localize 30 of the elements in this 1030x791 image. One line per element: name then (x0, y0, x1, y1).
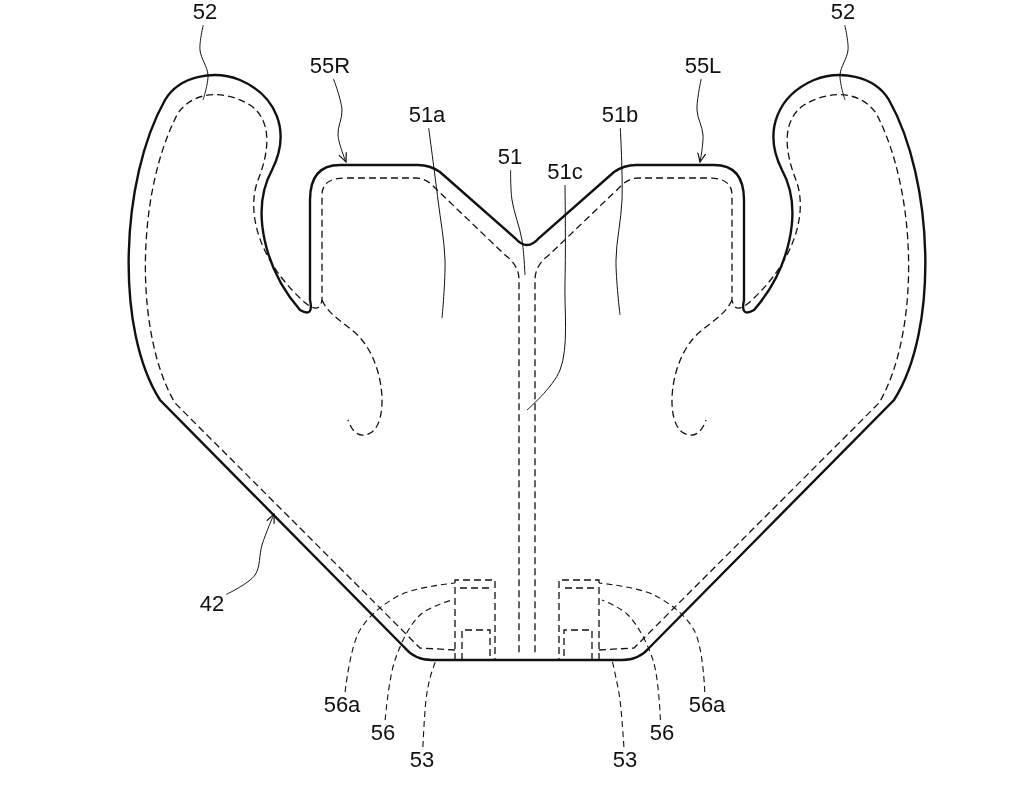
reference-numeral: 56a (688, 694, 726, 716)
leader-line (615, 127, 623, 316)
leader-line (611, 659, 625, 748)
reference-numeral: 51 (497, 146, 523, 168)
reference-numeral: 51a (408, 104, 446, 126)
leader-line (696, 78, 707, 163)
reference-numeral: 52 (192, 1, 218, 23)
leader-line (510, 169, 526, 276)
reference-numeral: 55L (684, 55, 722, 77)
reference-numeral: 53 (612, 749, 638, 771)
reference-numeral: 42 (199, 593, 225, 615)
reference-numeral: 56 (649, 722, 675, 744)
reference-numeral: 51c (547, 161, 583, 183)
reference-numeral: 52 (830, 1, 856, 23)
leader-line (344, 582, 456, 693)
reference-numeral: 56a (323, 694, 361, 716)
leader-line (225, 513, 275, 595)
leader-line (526, 184, 567, 411)
leader-line (384, 599, 453, 721)
leader-line (199, 24, 209, 101)
leader-line (422, 659, 437, 748)
leader-line (598, 582, 706, 693)
reference-numeral: 56 (370, 722, 396, 744)
leader-line (839, 24, 849, 101)
reference-numeral: 55R (309, 55, 351, 77)
leader-line (333, 78, 347, 163)
reference-numeral: 53 (409, 749, 435, 771)
leader-line (601, 599, 661, 721)
leader-line (428, 127, 446, 319)
reference-numeral: 51b (601, 104, 639, 126)
